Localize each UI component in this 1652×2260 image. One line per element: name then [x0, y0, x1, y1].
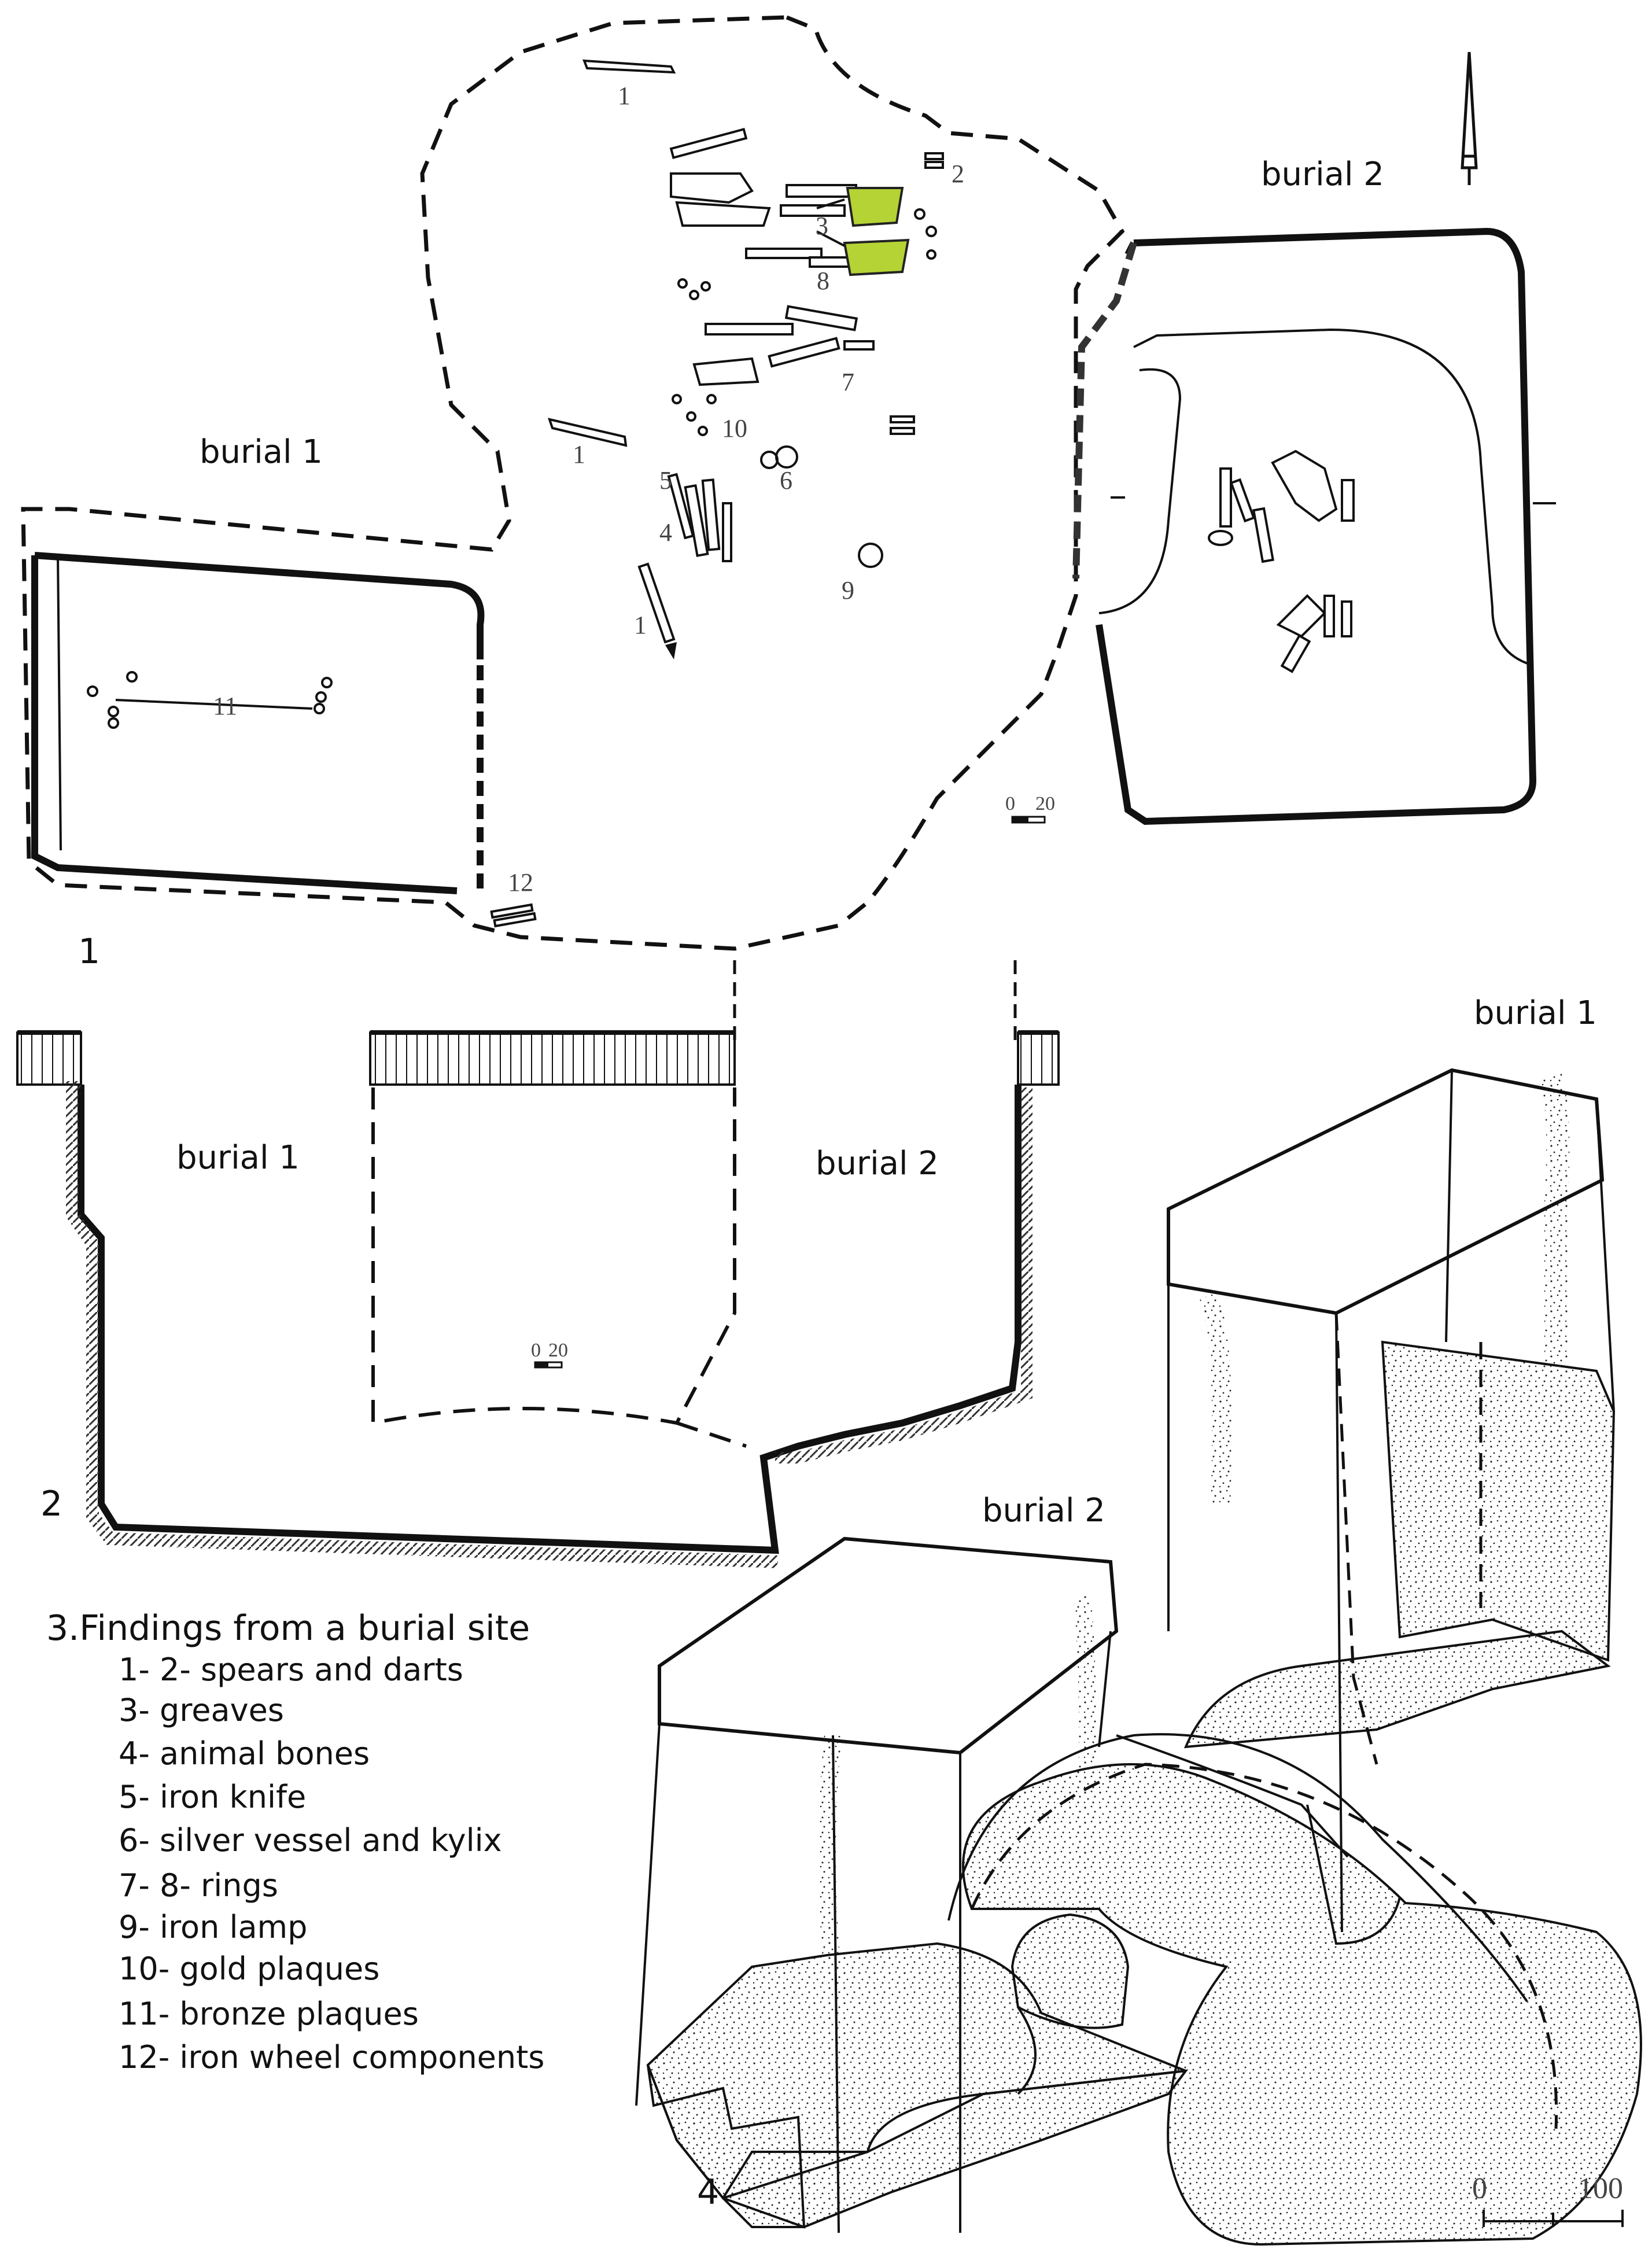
section-scale-bar: 0 20	[531, 1340, 568, 1369]
legend-item: 3- greaves	[119, 1692, 284, 1728]
legend-item: 1- 2- spears and darts	[119, 1651, 463, 1688]
spear-1-top	[582, 59, 676, 74]
find-marker-10: 10	[722, 414, 747, 443]
plan-view: 1 1 1 2 3 4 5 6 7 8 9 10 11 12 burial 1 …	[21, 15, 1556, 972]
svg-text:20: 20	[1035, 793, 1055, 814]
find-marker-8: 8	[817, 267, 829, 295]
legend-item: 11- bronze plaques	[119, 1996, 419, 2032]
legend-title: 3.Findings from a burial site	[46, 1608, 530, 1649]
iso-burial-2-label: burial 2	[982, 1492, 1105, 1529]
legend-item: 9- iron lamp	[119, 1909, 307, 1945]
svg-text:20: 20	[548, 1340, 568, 1361]
iso-burial-1-label: burial 1	[1474, 994, 1597, 1032]
find-marker-9: 9	[842, 576, 854, 604]
section-burial-2-label: burial 2	[816, 1145, 939, 1182]
svg-text:0: 0	[1472, 2172, 1487, 2205]
greave-lower	[843, 238, 910, 276]
find-marker-2: 2	[952, 160, 964, 188]
legend-item: 4- animal bones	[119, 1735, 370, 1772]
isometric-view: burial 1 burial 2 4 0 100	[635, 994, 1642, 2246]
svg-text:100: 100	[1578, 2172, 1623, 2205]
greave-upper	[846, 187, 904, 227]
spear-1-mid	[547, 418, 628, 447]
section-view: burial 1 burial 2 2 0 20	[16, 960, 1060, 1568]
find-marker-4: 4	[659, 518, 672, 547]
legend-item: 10- gold plaques	[119, 1951, 379, 1987]
legend-item: 12- iron wheel components	[119, 2039, 544, 2075]
legend-item: 6- silver vessel and kylix	[119, 1822, 502, 1859]
figure-number-4: 4	[697, 2172, 719, 2213]
find-marker-3: 3	[816, 212, 828, 240]
legend-item: 7- 8- rings	[119, 1867, 278, 1904]
plan-burial-2-label: burial 2	[1261, 156, 1384, 193]
pit-outline	[21, 15, 1125, 951]
svg-text:0: 0	[531, 1340, 541, 1361]
find-marker-1a: 1	[618, 82, 630, 110]
legend-item: 5- iron knife	[119, 1779, 306, 1815]
find-marker-5: 5	[659, 466, 672, 495]
plan-scale-bar: 0 20	[1005, 793, 1055, 824]
find-marker-7: 7	[842, 368, 854, 396]
find-marker-6: 6	[780, 466, 792, 495]
spear-1-low	[637, 562, 676, 644]
main-pit-finds	[490, 59, 944, 928]
figure-number-2: 2	[40, 1484, 62, 1524]
svg-text:0: 0	[1005, 793, 1015, 814]
find-marker-11: 11	[213, 692, 237, 720]
findings-legend: 3.Findings from a burial site 1- 2- spea…	[46, 1608, 544, 2075]
plan-burial-1-label: burial 1	[200, 433, 323, 471]
burial-1-chamber	[31, 552, 485, 897]
find-marker-1b: 1	[573, 440, 585, 469]
find-marker-12: 12	[508, 868, 533, 897]
north-arrow-icon	[1461, 51, 1478, 185]
find-marker-1c: 1	[634, 611, 647, 639]
figure-number-1: 1	[78, 931, 100, 972]
burial-2-chamber	[1072, 227, 1556, 825]
iso-scale-bar: 0 100	[1472, 2172, 1624, 2227]
section-burial-1-label: burial 1	[176, 1139, 300, 1177]
